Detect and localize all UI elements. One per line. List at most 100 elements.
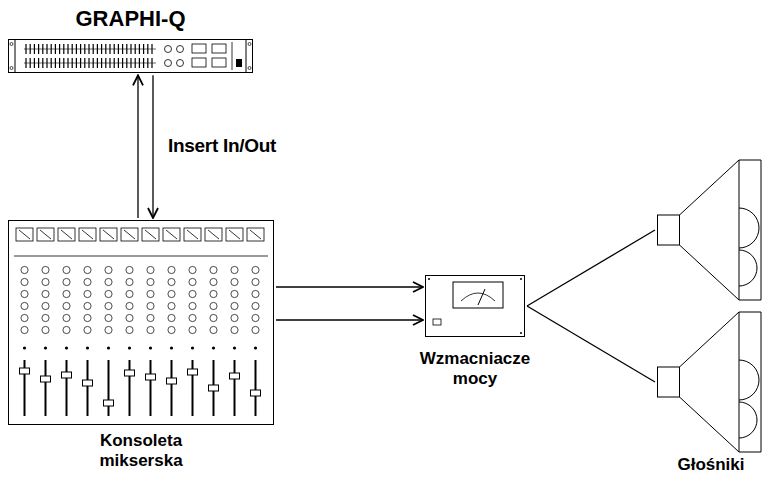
meter-box [142,228,159,241]
fader-track [234,360,236,416]
speaker-cone [680,397,740,452]
channel-knob [84,266,91,273]
meter-window [453,282,503,308]
meter-needle [145,230,156,239]
fader-knob [62,372,72,378]
power-amplifier-figure [426,276,525,337]
woofer-arc [739,360,759,400]
channel-knob [252,314,259,321]
channel-knob [147,266,154,273]
channel-led [191,346,194,349]
channel-knob [210,314,217,321]
meter-scale [461,293,495,301]
switch-block [192,44,206,53]
fader-track [129,360,131,416]
channel-knob [105,314,112,321]
channel-knob [63,314,70,321]
signal-connector [527,230,655,306]
rack-hole [428,278,430,280]
rack-hole [10,67,13,70]
channel-knob [168,326,175,333]
speaker-front [739,452,761,453]
equalizer-unit-figure [9,39,253,73]
channel-knob [252,326,259,333]
speaker-front [761,312,762,452]
channel-knob [63,326,70,333]
channel-knob [147,290,154,297]
speaker-driver [658,367,680,397]
channel-knob [84,290,91,297]
label-group: GRAPHI-Q [76,6,186,31]
fader-track [171,360,173,416]
channel-knob [42,266,49,273]
meter-needle [82,230,93,239]
channel-knob [105,302,112,309]
node-label: Wzmacniacze mocy [413,349,538,388]
channel-led [254,346,257,349]
meter-needle [208,230,219,239]
fader-rail [24,63,156,64]
meter-box [184,228,201,241]
channel-knob [147,326,154,333]
power-switch [433,319,441,325]
meter-box [205,228,222,241]
switch-block [212,44,226,53]
mixing-console-figure [9,221,274,425]
channel-knob [210,290,217,297]
channel-knob [189,290,196,297]
fader-track [66,360,68,416]
fader-knob [146,374,156,380]
meter-needle [124,230,135,239]
channel-knob [84,278,91,285]
channel-knob [105,290,112,297]
channel-knob [63,266,70,273]
channel-knob [168,302,175,309]
channel-knob [42,326,49,333]
channel-knob [210,326,217,333]
channel-knob [42,302,49,309]
meter-box [37,228,54,241]
meter-needle [187,230,198,239]
woofer-arc [739,208,759,248]
speaker-cone [680,160,740,215]
channel-knob [21,266,28,273]
channel-knob [126,302,133,309]
channel-knob [21,278,28,285]
fader-track [87,360,89,416]
channel-knob [84,326,91,333]
control-knob [165,60,172,67]
channel-knob [189,302,196,309]
channel-knob [231,278,238,285]
channel-knob [147,314,154,321]
channel-led [65,346,68,349]
fader-track [45,360,47,416]
meter-box [121,228,138,241]
panel-divider [232,42,233,70]
meter-box [226,228,243,241]
rack-hole [520,278,522,280]
rack-hole [520,332,522,334]
channel-knob [189,278,196,285]
fader-knob [188,369,198,375]
channel-knob [231,290,238,297]
signal-connector [152,75,153,218]
channel-led [86,346,89,349]
console-body [9,221,274,425]
node-label: Konsoleta mikserska [86,431,196,470]
channel-knob [147,302,154,309]
meter-needle [61,230,72,239]
node-label: Głośniki [677,455,744,475]
channel-led [23,346,26,349]
channel-knob [168,278,175,285]
channel-knob [63,278,70,285]
channel-knob [210,278,217,285]
channel-knob [168,314,175,321]
fader-knob [230,373,240,379]
channel-knob [42,290,49,297]
channel-knob [21,326,28,333]
fader-track [108,360,110,416]
equalizer-unit-drawing [8,39,253,73]
rack-hole [248,67,251,70]
channel-knob [63,290,70,297]
